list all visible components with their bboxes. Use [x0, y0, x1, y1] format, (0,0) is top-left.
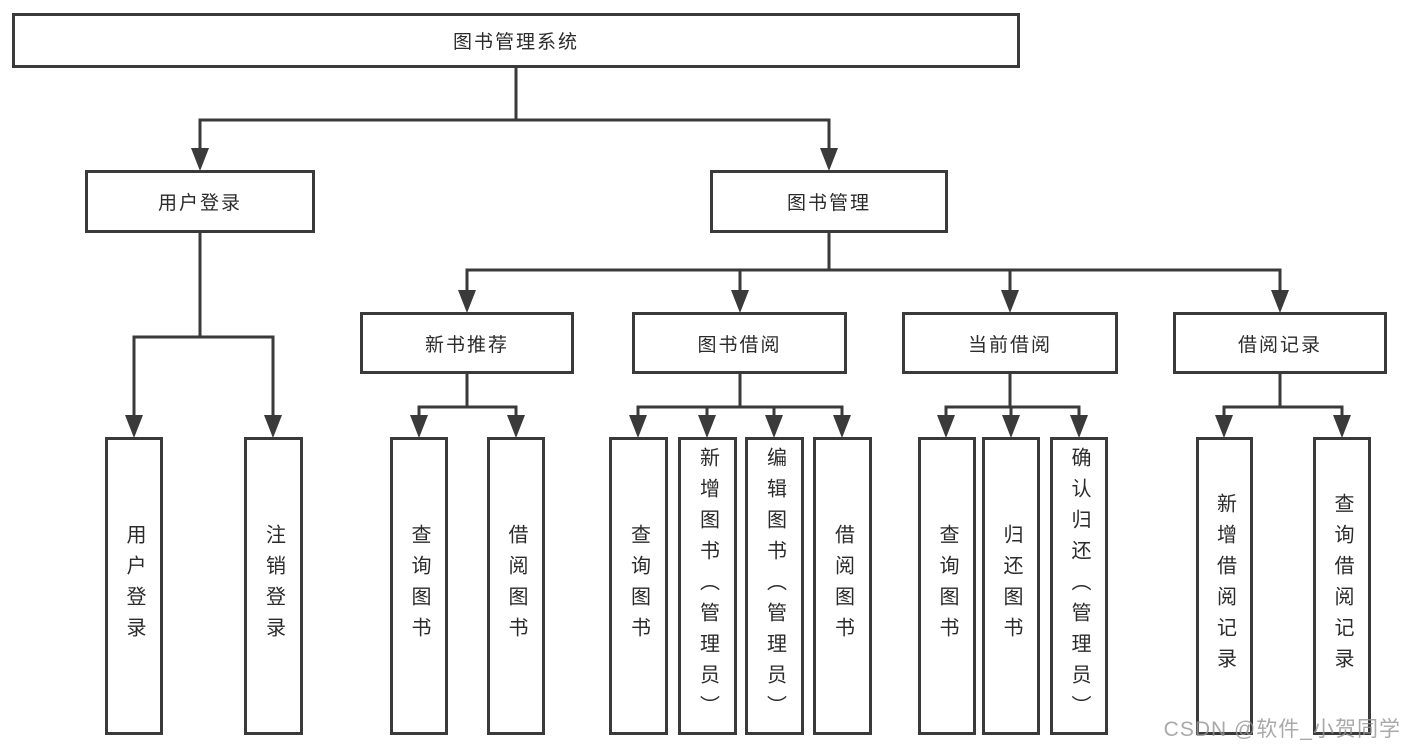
node-book-management: 图书管理	[710, 170, 948, 233]
leaf-logout-login-label: 注销登录	[262, 524, 285, 648]
leaf-add-borrow-record-label: 新增借阅记录	[1213, 493, 1236, 679]
node-user-login-label: 用户登录	[157, 193, 242, 214]
leaf-recommend-query-books: 查询图书	[390, 437, 448, 735]
leaf-logout-login: 注销登录	[244, 437, 303, 735]
arrowheads	[125, 148, 1351, 438]
node-new-book-recommend-label: 新书推荐	[424, 334, 509, 356]
arrowhead	[1215, 415, 1233, 438]
arrowhead	[264, 415, 282, 438]
leaf-borrow-query-books: 查询图书	[609, 437, 668, 735]
leaf-recommend-query-books-label: 查询图书	[408, 524, 430, 648]
arrowhead	[765, 415, 783, 438]
arrowhead	[698, 415, 716, 438]
node-root-label: 图书管理系统	[452, 32, 579, 53]
leaf-add-book-admin: 新增图书（管理员）	[678, 437, 737, 735]
node-borrow-record: 借阅记录	[1173, 312, 1387, 374]
arrowhead	[1070, 415, 1088, 438]
node-book-borrow-label: 图书借阅	[697, 334, 782, 356]
arrowhead	[731, 290, 749, 313]
leaf-edit-book-admin: 编辑图书（管理员）	[745, 437, 804, 735]
arrowhead	[629, 415, 647, 438]
arrowhead	[1002, 415, 1020, 438]
arrowhead	[507, 415, 525, 438]
leaf-borrow-query-books-label: 查询图书	[627, 524, 650, 648]
node-current-borrow: 当前借阅	[902, 312, 1118, 374]
leaf-add-borrow-record: 新增借阅记录	[1196, 437, 1253, 735]
leaf-confirm-return-admin: 确认归还（管理员）	[1050, 437, 1108, 735]
leaf-query-borrow-record: 查询借阅记录	[1313, 437, 1371, 735]
leaf-user-login-label: 用户登录	[123, 524, 145, 648]
leaf-recommend-borrow-books: 借阅图书	[487, 437, 545, 735]
leaf-add-book-admin-label: 新增图书（管理员）	[696, 446, 719, 726]
leaf-current-query-books-label: 查询图书	[936, 524, 958, 648]
node-new-book-recommend: 新书推荐	[360, 312, 574, 374]
leaf-confirm-return-admin-label: 确认归还（管理员）	[1068, 446, 1090, 726]
leaf-borrow-books-label: 借阅图书	[831, 524, 854, 648]
leaf-return-book-label: 归还图书	[1000, 524, 1022, 648]
arrowhead	[191, 148, 209, 171]
node-current-borrow-label: 当前借阅	[967, 334, 1052, 356]
leaf-user-login: 用户登录	[105, 437, 163, 735]
watermark-text: CSDN @软件_小贺同学	[1163, 718, 1401, 741]
leaf-current-query-books: 查询图书	[918, 437, 976, 735]
arrowhead	[820, 148, 838, 171]
leaf-edit-book-admin-label: 编辑图书（管理员）	[763, 446, 786, 726]
leaf-borrow-books: 借阅图书	[813, 437, 872, 735]
node-root: 图书管理系统	[12, 13, 1020, 68]
arrowhead	[458, 290, 476, 313]
arrowhead	[1271, 290, 1289, 313]
node-borrow-record-label: 借阅记录	[1237, 334, 1322, 356]
arrowhead	[833, 415, 851, 438]
node-user-login: 用户登录	[85, 170, 315, 233]
node-book-borrow: 图书借阅	[632, 312, 847, 374]
leaf-recommend-borrow-books-label: 借阅图书	[505, 524, 527, 648]
arrowhead	[937, 415, 955, 438]
leaf-query-borrow-record-label: 查询借阅记录	[1331, 493, 1353, 679]
node-book-management-label: 图书管理	[786, 193, 871, 214]
arrowhead	[1333, 415, 1351, 438]
arrowhead	[125, 415, 143, 438]
arrowhead	[1001, 290, 1019, 313]
connector-path	[132, 66, 1344, 421]
leaf-return-book: 归还图书	[982, 437, 1040, 735]
arrowhead	[410, 415, 428, 438]
